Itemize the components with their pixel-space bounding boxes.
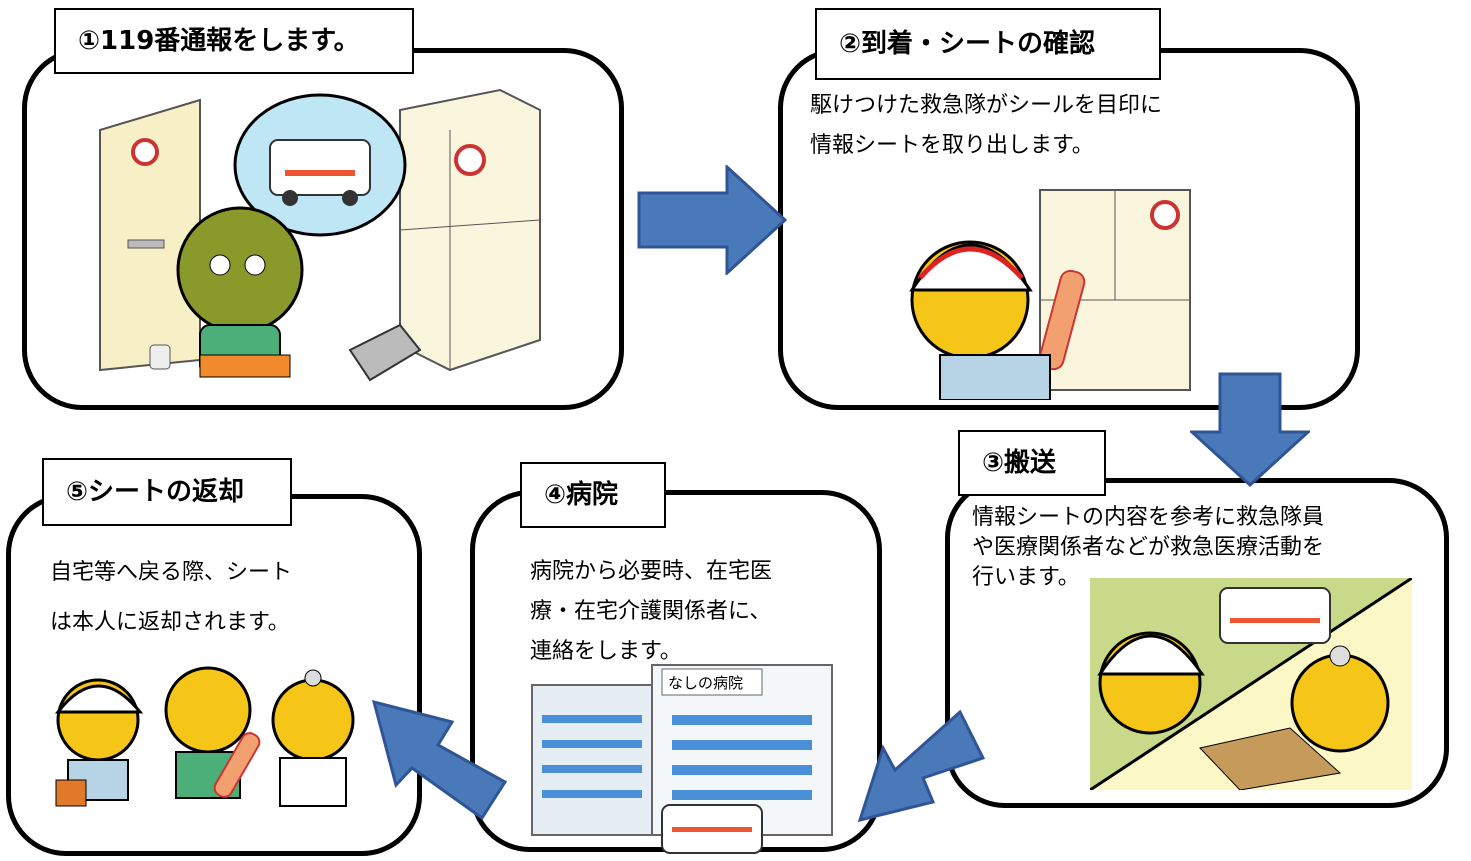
step-5-label: ⑤シートの返却 [42,458,292,526]
step-2-label: ②到着・シートの確認 [815,8,1161,80]
step-3-description: 情報シートの内容を参考に救急隊員 や医療関係者などが救急医療活動を 行います。 [972,505,1325,590]
hospital-sign: なしの病院 [668,674,743,692]
info-tube-icon [213,732,261,798]
arrow-1-to-2 [637,165,787,275]
arrow-3-to-4 [857,710,985,823]
hospital-icon [531,684,663,836]
step-5-illustration [54,666,355,807]
arrow-2-to-3 [1190,372,1310,487]
caller-icon [176,206,304,334]
arrow-4-to-5 [372,699,507,820]
resident-icon [164,666,252,754]
step-3-label: ③搬送 [958,430,1106,496]
step-4-illustration: なしの病院 [531,664,833,854]
step-2-illustration [909,189,1191,400]
step-1-illustration [99,88,541,382]
doctor-icon [1290,653,1390,753]
step-2-description: 駆けつけた救急隊がシールを目印に 情報シートを取り出します。 [810,93,1163,158]
fridge-icon [399,88,541,372]
step-3-illustration [1090,578,1412,790]
doctor-icon [271,678,355,762]
step-4-description: 病院から必要時、在宅医 療・在宅介護関係者に、 連絡をします。 [530,559,773,664]
phone-icon [348,323,422,382]
ambulance-icon [1219,587,1331,644]
ambulance-icon [269,139,371,196]
step-4-label: ④病院 [520,462,666,528]
step-5-description: 自宅等へ戻る際、シート は本人に返却されます。 [50,560,293,635]
step-1-label: ①119番通報をします。 [54,8,414,74]
